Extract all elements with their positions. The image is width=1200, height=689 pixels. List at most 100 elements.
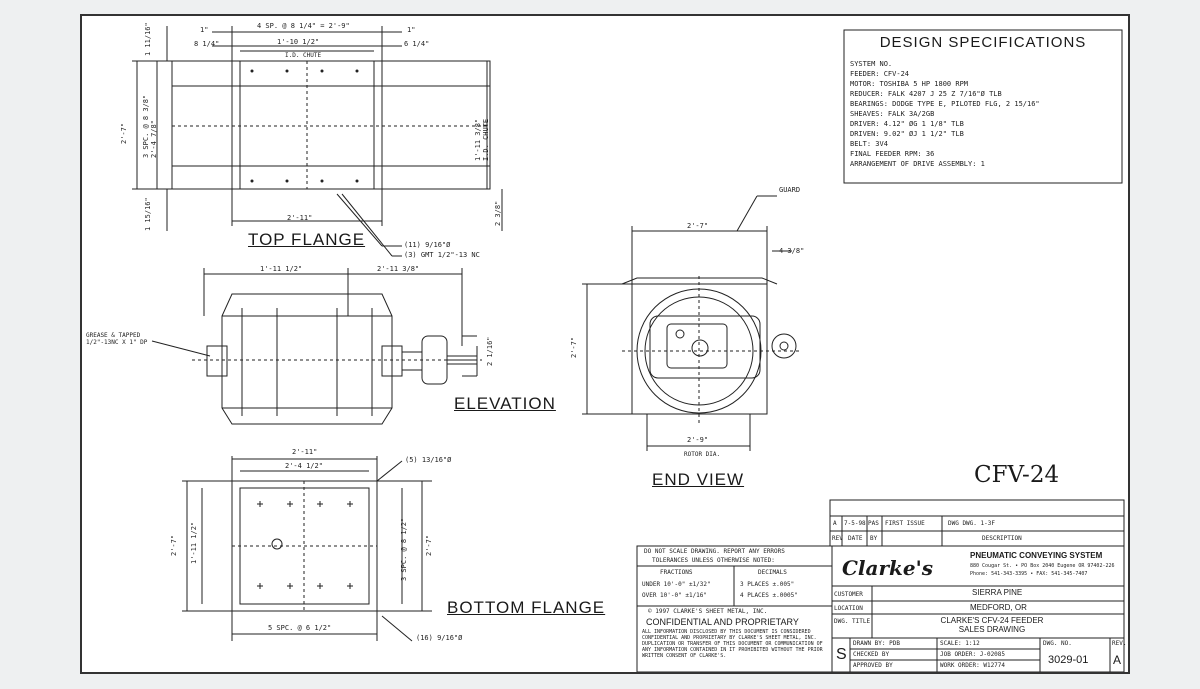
dim-end-top: 2'-7" <box>687 222 709 230</box>
tol-dec-1: 3 PLACES ±.005" <box>740 581 795 588</box>
confidential-text: ALL INFORMATION DISCLOSED BY THIS DOCUME… <box>642 629 823 659</box>
company-address: 880 Cougar St. • PO Box 2040 Eugene OR 9… <box>970 563 1115 569</box>
dim-elev-note: GREASE & TAPPED 1/2"-13NC X 1" DP <box>86 332 148 346</box>
dim-bot-right-inner: 3 SPC. @ 8 1/2" <box>400 517 408 581</box>
spec-line: SHEAVES: FALK 3A/2GB <box>850 110 935 118</box>
dim-elev-left: 1'-11 1/2" <box>260 265 303 273</box>
location-label: LOCATION <box>834 605 863 612</box>
dim-bot-inner: 2'-4 1/2" <box>285 462 323 470</box>
copyright: © 1997 CLARKE'S SHEET METAL, INC. <box>648 608 768 615</box>
model-label: CFV-24 <box>974 462 1060 488</box>
dim-end-guard: GUARD <box>779 186 801 194</box>
dwg-no-label: DWG. NO. <box>1043 640 1072 647</box>
dim-top-height: 2'-7" <box>120 122 128 144</box>
dim-top-right-small: 2 3/8" <box>494 200 502 226</box>
dim-top-note-2: (3) GMT 1/2"-13 NC <box>404 251 480 259</box>
dim-top-left-2: 8 1/4" <box>194 40 220 48</box>
spec-line: DRIVEN: 9.02" ØJ 1 1/2" TLB <box>850 130 964 138</box>
confidential-heading: CONFIDENTIAL AND PROPRIETARY <box>646 617 799 627</box>
dim-bot-left-inner: 1'-11 1/2" <box>190 521 198 564</box>
spec-line: FINAL FEEDER RPM: 36 <box>850 150 935 158</box>
dim-elev-shaft: 2 1/16" <box>486 336 494 366</box>
spec-line: SYSTEM NO. <box>850 60 893 68</box>
dim-bot-note-top: (5) 13/16"Ø <box>405 456 452 464</box>
dim-bot-note-bottom: (16) 9/16"Ø <box>416 634 463 642</box>
spec-line: BEARINGS: DODGE TYPE E, PILOTED FLG, 2 1… <box>850 100 1040 108</box>
company-logo: Clarke's <box>842 556 933 580</box>
drawing-sheet: TOP FLANGE ELEVATION END VIEW BOTTOM FLA… <box>80 14 1130 674</box>
dim-top-inner: 1'-10 1/2" <box>277 38 320 46</box>
dim-top-right-1: 1" <box>407 26 416 34</box>
tol-over: OVER 10'-0" ±1/16" <box>642 592 708 599</box>
dwg-title-value: CLARKE'S CFV-24 FEEDER SALES DRAWING <box>940 616 1044 634</box>
rev-label: REV. <box>1112 640 1127 647</box>
end-view-drawing <box>582 195 802 451</box>
elevation-label: ELEVATION <box>454 394 556 413</box>
job-order: JOB ORDER: J-02085 <box>940 651 1006 658</box>
top-flange-label: TOP FLANGE <box>248 230 366 249</box>
tol-line-2: TOLERANCES UNLESS OTHERWISE NOTED: <box>652 557 775 564</box>
dim-top-side-2: 1 15/16" <box>144 197 152 231</box>
dim-bot-left-height: 2'-7" <box>170 534 178 556</box>
tol-line-1: DO NOT SCALE DRAWING. REPORT ANY ERRORS <box>644 548 785 555</box>
bottom-flange-drawing <box>182 456 432 642</box>
rev-row-ref: DWG DWG. 1-3F <box>948 520 995 527</box>
elevation-drawing <box>151 268 482 425</box>
spec-line: BELT: 3V4 <box>850 140 888 148</box>
rev-row-date: 7-5-98 <box>844 520 866 527</box>
bottom-flange-label: BOTTOM FLANGE <box>447 598 606 617</box>
dim-top-right-height: 1'-11 3/8" I.D. CHUTE <box>474 118 490 161</box>
dim-top-left-1: 1" <box>200 26 209 34</box>
spec-line: ARRANGEMENT OF DRIVE ASSEMBLY: 1 <box>850 160 985 168</box>
dim-top-inner-sub: I.D. CHUTE <box>285 52 322 59</box>
approved-by: APPROVED BY <box>853 662 893 669</box>
customer-value: SIERRA PINE <box>972 588 1023 597</box>
spec-line: MOTOR: TOSHIBA 5 HP 1800 RPM <box>850 80 969 88</box>
dim-elev-right: 2'-11 3/8" <box>377 265 420 273</box>
dim-bot-bottom: 5 SPC. @ 6 1/2" <box>268 624 332 632</box>
dim-end-bottom-sub: ROTOR DIA. <box>684 451 721 458</box>
work-order: WORK ORDER: W12774 <box>940 662 1006 669</box>
dim-top-note-1: (11) 9/16"Ø <box>404 241 451 249</box>
dim-top-overall: 4 SP. @ 8 1/4" = 2'-9" <box>257 22 350 30</box>
dwg-no-value: 3029-01 <box>1048 654 1089 666</box>
spec-line: FEEDER: CFV-24 <box>850 70 910 78</box>
checked-by: CHECKED BY <box>853 651 890 658</box>
dim-top-bottom-width: 2'-11" <box>287 214 313 222</box>
rev-header-desc: DESCRIPTION <box>982 535 1022 542</box>
tol-dec-2: 4 PLACES ±.0005" <box>740 592 798 599</box>
rev-row-rev: A <box>833 520 837 527</box>
design-specs-title: DESIGN SPECIFICATIONS <box>879 34 1087 51</box>
dim-top-side-1: 1 11/16" <box>144 22 152 56</box>
design-spec-box <box>843 29 1123 184</box>
rev-header-rev: REV <box>832 535 843 542</box>
company-name: PNEUMATIC CONVEYING SYSTEM <box>970 551 1103 560</box>
rev-row-by: PAS <box>868 520 879 527</box>
tol-under: UNDER 10'-0" ±1/32" <box>642 581 711 588</box>
size-value: S <box>836 646 847 663</box>
rev-row-desc: FIRST ISSUE <box>885 520 925 527</box>
spec-line: REDUCER: FALK 4207 J 25 Z 7/16"Ø TLB <box>850 90 1002 98</box>
tol-fractions: FRACTIONS <box>660 569 693 576</box>
company-phone: Phone: 541-343-3395 • FAX: 541-345-7407 <box>970 571 1088 577</box>
drawing-lines <box>132 26 1125 672</box>
dwg-title-label: DWG. TITLE <box>834 618 871 625</box>
rev-value: A <box>1113 653 1122 667</box>
spec-line: DRIVER: 4.12" ØG 1 1/8" TLB <box>850 120 964 128</box>
dim-top-right-2: 6 1/4" <box>404 40 430 48</box>
rev-header-by: BY <box>870 535 878 542</box>
top-flange-drawing <box>132 26 503 257</box>
dim-end-small: 4 3/8" <box>779 247 805 255</box>
customer-label: CUSTOMER <box>834 591 863 598</box>
dim-end-left: 2'-7" <box>570 336 578 358</box>
dim-bot-right-height: 2'-7" <box>425 534 433 556</box>
title-block <box>636 545 1125 672</box>
location-value: MEDFORD, OR <box>970 603 1027 612</box>
scale: SCALE: 1:12 <box>940 640 980 647</box>
tol-decimals: DECIMALS <box>758 569 787 576</box>
dim-end-bottom: 2'-9" <box>687 436 709 444</box>
dim-bot-overall: 2'-11" <box>292 448 318 456</box>
drawn-by: DRAWN BY: PDB <box>853 640 900 647</box>
design-specs: DESIGN SPECIFICATIONS SYSTEM NO. FEEDER:… <box>844 30 1122 183</box>
rev-header-date: DATE <box>848 535 863 542</box>
